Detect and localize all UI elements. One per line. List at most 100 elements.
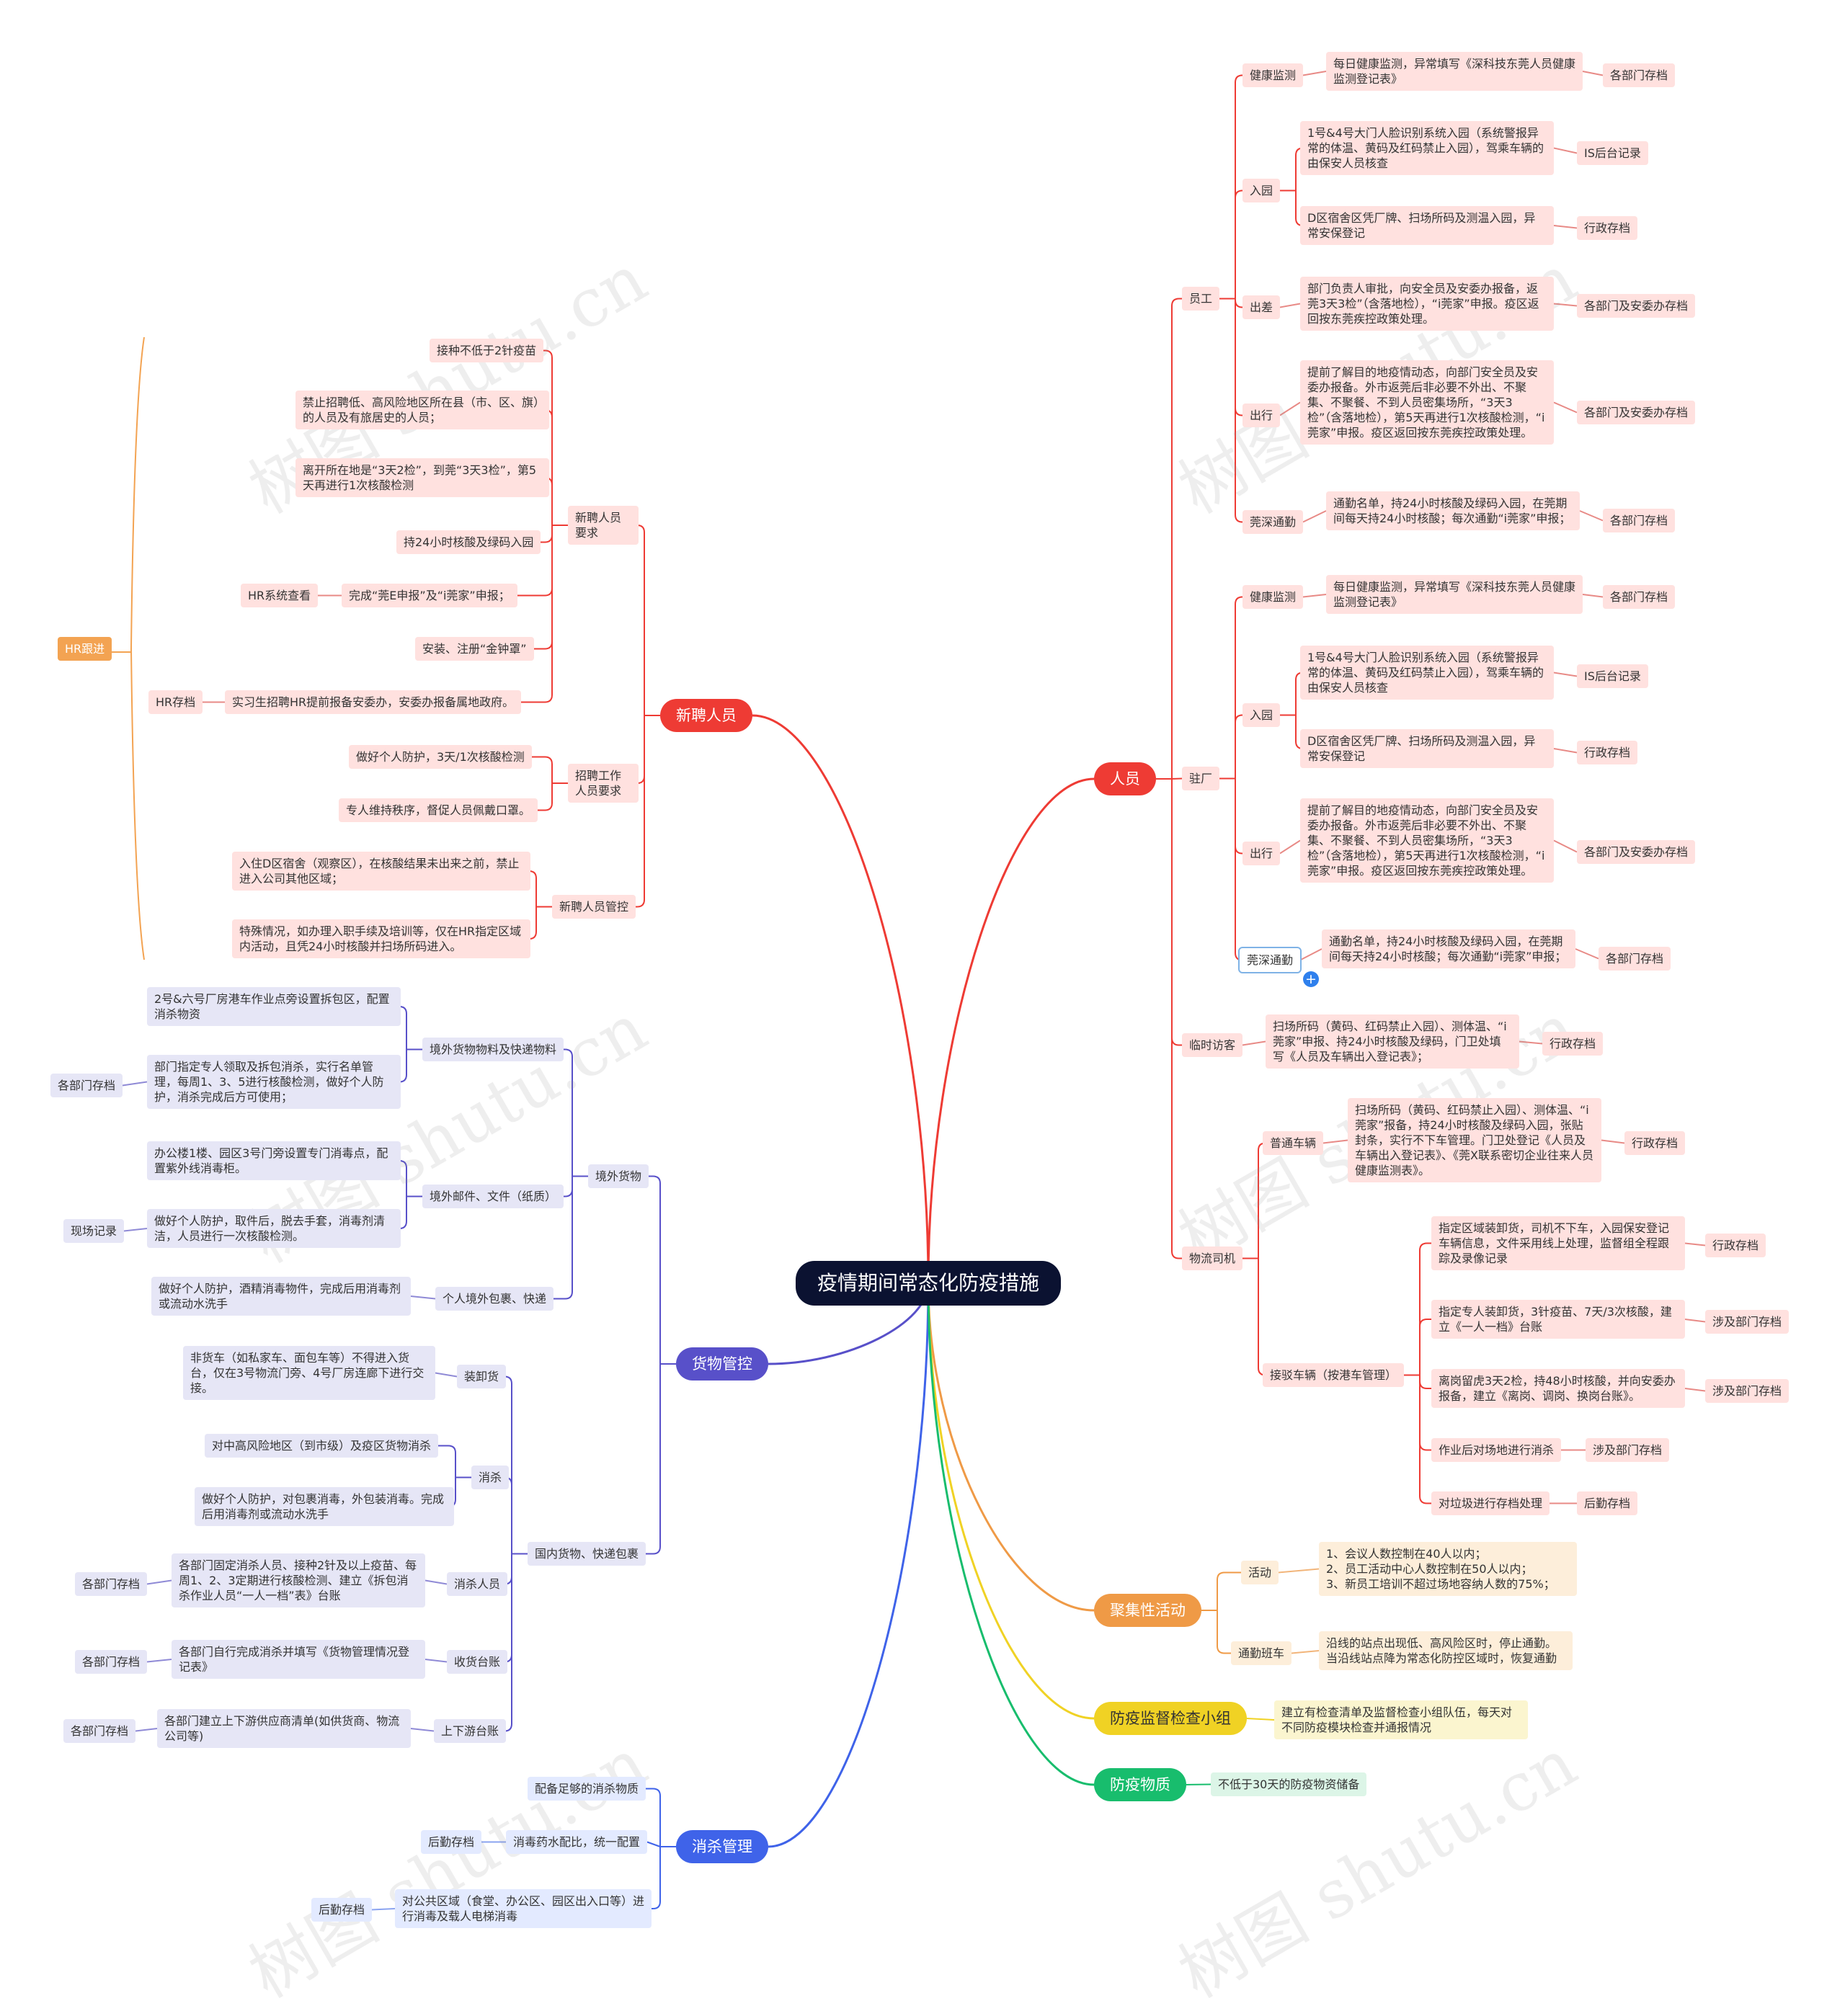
node-activity[interactable]: 活动: [1241, 1561, 1279, 1584]
node-staff[interactable]: 员工: [1182, 287, 1220, 311]
node-travel[interactable]: 出行: [1242, 842, 1281, 865]
node-recruiter-requirements[interactable]: 招聘工作人员要求: [568, 764, 639, 803]
node-text[interactable]: 对中高风险地区（到市级）及疫区货物消杀: [205, 1434, 439, 1458]
node-text[interactable]: 扫场所码（黄码、红码禁止入园）、测体温、“i莞家”报备，持24小时核酸及绿码入园…: [1348, 1098, 1601, 1182]
node-text[interactable]: 不低于30天的防疫物资储备: [1211, 1772, 1367, 1796]
node-overseas-materials[interactable]: 境外货物物料及快递物料: [422, 1038, 564, 1061]
node-text[interactable]: 1号&4号大门人脸识别系统入园（系统警报异常的体温、黄码及红码禁止入园），驾乘车…: [1300, 646, 1554, 700]
node-text[interactable]: 非货车（如私家车、面包车等）不得进入货台，仅在3号物流门旁、4号厂房连廊下进行交…: [183, 1346, 435, 1400]
node-record[interactable]: 后勤存档: [1577, 1491, 1638, 1515]
node-record[interactable]: IS后台记录: [1577, 664, 1648, 688]
node-text[interactable]: 离岗留虎3天2检，持48小时核酸，并向安委办报备，建立《离岗、调岗、换岗台账》。: [1431, 1369, 1685, 1408]
node-record[interactable]: 各部门及安委办存档: [1577, 401, 1696, 424]
node-entry[interactable]: 入园: [1242, 703, 1281, 727]
node-text[interactable]: 提前了解目的地疫情动态，向部门安全员及安委办报备。外市返莞后非必要不外出、不聚集…: [1300, 798, 1554, 883]
node-text[interactable]: 完成“莞E申报”及“i莞家”申报；: [342, 584, 517, 607]
node-text[interactable]: 2号&六号厂房港车作业点旁设置拆包区，配置消杀物资: [147, 987, 401, 1026]
node-new-hire-control[interactable]: 新聘人员管控: [552, 895, 636, 919]
node-record[interactable]: 各部门存档: [63, 1719, 136, 1743]
node-record[interactable]: 各部门存档: [1603, 585, 1676, 609]
node-business-trip[interactable]: 出差: [1242, 295, 1281, 319]
node-text[interactable]: 作业后对场地进行消杀: [1431, 1438, 1562, 1462]
node-text[interactable]: 消毒药水配比，统一配置: [506, 1830, 648, 1854]
node-new-hire-requirements[interactable]: 新聘人员要求: [568, 506, 639, 545]
branch-disinfection[interactable]: 消杀管理: [676, 1830, 768, 1863]
node-text[interactable]: 提前了解目的地疫情动态，向部门安全员及安委办报备。外市返莞后非必要不外出、不聚集…: [1300, 360, 1554, 445]
root-topic[interactable]: 疫情期间常态化防疫措施: [796, 1261, 1062, 1306]
node-record[interactable]: 后勤存档: [311, 1898, 373, 1922]
node-disinfect[interactable]: 消杀: [471, 1466, 510, 1489]
node-text[interactable]: 入住D区宿舍（观察区），在核酸结果未出来之前，禁止进入公司其他区域；: [232, 852, 530, 891]
node-text[interactable]: 离开所在地是“3天2检”，到莞“3天3检”，第5天再进行1次核酸检测: [295, 458, 549, 497]
node-text[interactable]: 对垃圾进行存档处理: [1431, 1491, 1550, 1515]
node-record[interactable]: HR系统查看: [241, 584, 319, 607]
node-text[interactable]: 做好个人防护，取件后，脱去手套，消毒剂清洁，人员进行一次核酸检测。: [147, 1209, 401, 1248]
node-record[interactable]: 行政存档: [1705, 1234, 1766, 1257]
add-child-icon[interactable]: +: [1303, 971, 1319, 987]
node-record[interactable]: 各部门存档: [75, 1650, 148, 1674]
branch-gathering[interactable]: 聚集性活动: [1094, 1594, 1201, 1627]
node-overseas-mail[interactable]: 境外邮件、文件（纸质）: [422, 1185, 564, 1208]
node-domestic-goods[interactable]: 国内货物、快递包裹: [528, 1542, 646, 1566]
node-text[interactable]: 部门指定专人领取及拆包消杀，实行名单管理，每周1、3、5进行核酸检测，做好个人防…: [147, 1055, 401, 1109]
node-record[interactable]: 各部门存档: [1603, 509, 1676, 532]
node-commute-selected[interactable]: 莞深通勤: [1237, 947, 1302, 973]
node-hr-follow-up[interactable]: HR跟进: [58, 637, 112, 661]
node-text[interactable]: 对公共区域（食堂、办公区、园区出入口等）进行消毒及载人电梯消毒: [395, 1889, 652, 1928]
node-text[interactable]: 每日健康监测，异常填写《深科技东莞人员健康监测登记表》: [1326, 52, 1583, 91]
node-text[interactable]: 禁止招聘低、高风险地区所在县（市、区、旗）的人员及有旅居史的人员；: [295, 391, 549, 429]
node-record[interactable]: 各部门存档: [50, 1074, 123, 1097]
node-text[interactable]: 通勤名单，持24小时核酸及绿码入园，在莞期间每天持24小时核酸；每次通勤“i莞家…: [1322, 929, 1575, 968]
node-text[interactable]: 安装、注册“金钟罩”: [415, 637, 534, 661]
branch-people[interactable]: 人员: [1094, 762, 1156, 795]
node-text[interactable]: 实习生招聘HR提前报备安委办，安委办报备属地政府。: [225, 690, 522, 714]
node-record[interactable]: HR存档: [148, 690, 203, 714]
node-record[interactable]: 行政存档: [1542, 1032, 1604, 1056]
node-entry[interactable]: 入园: [1242, 179, 1281, 202]
branch-new-hire[interactable]: 新聘人员: [660, 699, 752, 732]
node-commute-bus[interactable]: 通勤班车: [1231, 1641, 1292, 1665]
node-text[interactable]: 指定专人装卸货，3针疫苗、7天/3次核酸，建立《一人一档》台账: [1431, 1300, 1685, 1339]
node-record[interactable]: 涉及部门存档: [1586, 1438, 1670, 1462]
node-record[interactable]: 各部门及安委办存档: [1577, 294, 1696, 318]
node-normal-vehicle[interactable]: 普通车辆: [1263, 1131, 1324, 1155]
node-text[interactable]: 1、会议人数控制在40人以内； 2、员工活动中心人数控制在50人以内； 3、新员…: [1319, 1542, 1577, 1596]
node-text[interactable]: D区宿舍区凭厂牌、扫场所码及测温入园，异常安保登记: [1300, 206, 1554, 245]
node-commute[interactable]: 莞深通勤: [1242, 510, 1304, 534]
node-text[interactable]: 扫场所码（黄码、红码禁止入园）、测体温、“i莞家”申报、持24小时核酸及绿码，门…: [1266, 1014, 1519, 1069]
node-record[interactable]: 行政存档: [1577, 216, 1638, 240]
node-text[interactable]: 1号&4号大门人脸识别系统入园（系统警报异常的体温、黄码及红码禁止入园），驾乘车…: [1300, 121, 1554, 175]
node-receiving-ledger[interactable]: 收货台账: [447, 1650, 508, 1674]
node-overseas-goods[interactable]: 境外货物: [588, 1164, 649, 1188]
node-record[interactable]: 后勤存档: [421, 1830, 482, 1854]
node-record[interactable]: 涉及部门存档: [1705, 1310, 1790, 1334]
node-text[interactable]: 持24小时核酸及绿码入园: [396, 530, 541, 554]
node-text[interactable]: 部门负责人审批，向安全员及安委办报备，返莞3天3检”（含落地检），“i莞家”申报…: [1300, 277, 1554, 331]
node-record[interactable]: 各部门存档: [1599, 947, 1671, 971]
node-record[interactable]: 行政存档: [1624, 1131, 1686, 1155]
node-record[interactable]: 行政存档: [1577, 741, 1638, 764]
node-supply-chain-ledger[interactable]: 上下游台账: [434, 1719, 507, 1743]
node-health-monitor[interactable]: 健康监测: [1242, 63, 1304, 87]
node-resident[interactable]: 驻厂: [1182, 767, 1220, 790]
node-personal-parcel[interactable]: 个人境外包裹、快递: [435, 1287, 554, 1311]
node-text[interactable]: 配备足够的消杀物质: [528, 1777, 646, 1801]
node-record[interactable]: 各部门存档: [75, 1572, 148, 1596]
node-loading[interactable]: 装卸货: [457, 1365, 507, 1388]
node-record[interactable]: 各部门存档: [1603, 63, 1676, 87]
node-disinfect-staff[interactable]: 消杀人员: [447, 1572, 508, 1596]
node-text[interactable]: 各部门固定消杀人员、接种2针及以上疫苗、每周1、2、3定期进行核酸检测、建立《拆…: [172, 1553, 425, 1607]
node-health-monitor[interactable]: 健康监测: [1242, 585, 1304, 609]
branch-goods-control[interactable]: 货物管控: [676, 1347, 768, 1381]
node-record[interactable]: IS后台记录: [1577, 141, 1648, 165]
node-driver[interactable]: 物流司机: [1182, 1246, 1243, 1270]
node-text[interactable]: 各部门自行完成消杀并填写《货物管理情况登记表》: [172, 1640, 425, 1679]
branch-supervision[interactable]: 防疫监督检查小组: [1094, 1702, 1247, 1735]
branch-supplies[interactable]: 防疫物质: [1094, 1768, 1186, 1801]
node-record[interactable]: 现场记录: [63, 1219, 125, 1243]
node-text[interactable]: D区宿舍区凭厂牌、扫场所码及测温入园，异常安保登记: [1300, 729, 1554, 768]
node-shuttle-vehicle[interactable]: 接驳车辆（按港车管理）: [1263, 1363, 1405, 1387]
node-text[interactable]: 做好个人防护，酒精消毒物件，完成后用消毒剂或流动水洗手: [151, 1277, 411, 1316]
node-text[interactable]: 接种不低于2针疫苗: [430, 339, 544, 362]
node-text[interactable]: 专人维持秩序，督促人员佩戴口罩。: [339, 798, 538, 822]
